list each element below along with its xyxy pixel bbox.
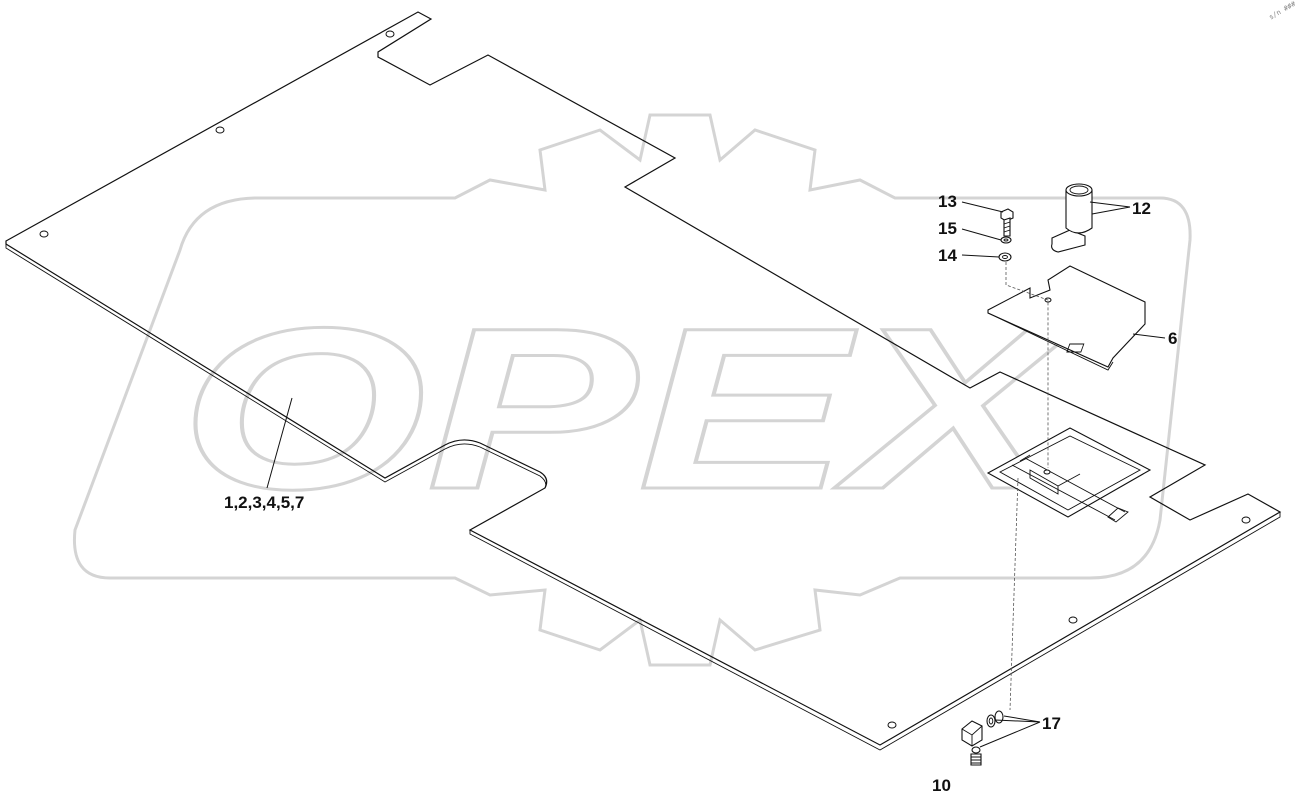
callout-seal-rings: 17	[1042, 714, 1061, 733]
panel-hole-4	[1241, 516, 1251, 524]
panel-edge-thickness	[5, 244, 1281, 751]
panel-hole-5	[1068, 616, 1078, 624]
leader-lock-washer	[961, 228, 1002, 241]
assembly-axis-lines	[1005, 262, 1049, 711]
leader-washer	[961, 254, 1000, 258]
cover-plate-slot	[1066, 343, 1085, 353]
callout-labels: 1,2,3,4,5,7 13 15 14 12 6 17 10	[224, 192, 1177, 795]
leader-lines	[266, 201, 1166, 748]
leader-seals-a	[1003, 715, 1041, 723]
callout-bolt: 13	[938, 192, 957, 211]
watermark-logo: OPEX	[72, 113, 1192, 667]
leader-seals-b	[994, 719, 1041, 723]
panel-hole-2	[215, 126, 225, 134]
callout-lock-washer: 15	[938, 219, 957, 238]
panel-hole-1	[39, 230, 49, 238]
leader-bolt	[961, 201, 1004, 213]
main-floor-panel	[5, 11, 1282, 751]
seal-rings-part	[971, 710, 1004, 754]
leader-handle-b	[1091, 206, 1131, 215]
panel-hole-6	[887, 721, 897, 729]
cover-plate	[987, 265, 1146, 371]
callout-handle: 12	[1132, 199, 1151, 218]
panel-hole-3	[385, 30, 395, 38]
handle-part	[1051, 183, 1093, 253]
bolt-part	[1000, 208, 1014, 237]
lock-washer-part	[1000, 236, 1012, 244]
watermark-brand-text: OPEX	[180, 280, 1076, 537]
gear-logo-icon	[72, 113, 1192, 667]
leader-cover-plate	[1132, 333, 1166, 339]
cover-plate-surface	[987, 265, 1146, 368]
leader-main-panel	[266, 397, 293, 489]
callout-drain-plug: 10	[932, 776, 951, 795]
leader-seals-c	[979, 721, 1041, 748]
callout-main-panel: 1,2,3,4,5,7	[224, 493, 304, 512]
drain-plug-part	[961, 720, 983, 766]
callout-cover-plate: 6	[1168, 329, 1177, 348]
corner-mark: s/n ###	[1268, 0, 1298, 21]
leader-handle-a	[1089, 201, 1131, 208]
panel-top-surface	[5, 11, 1282, 746]
callout-washer: 14	[938, 246, 957, 265]
washer-part	[998, 252, 1012, 262]
panel-drain-pocket	[986, 427, 1152, 523]
